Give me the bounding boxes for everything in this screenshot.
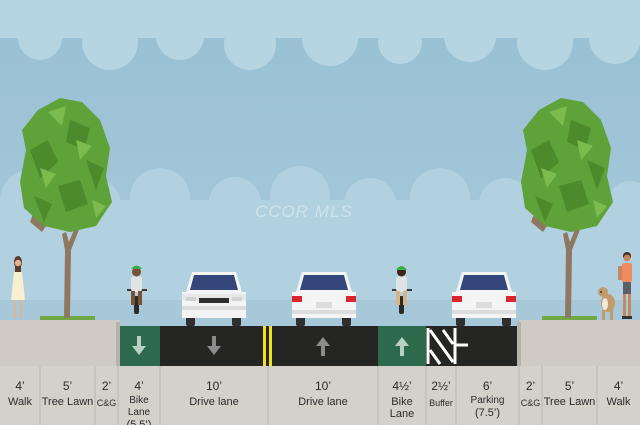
segment-width: 2’ <box>525 379 536 393</box>
segment-name: Bike Lane <box>389 396 415 420</box>
up-arrow-icon <box>316 337 330 356</box>
segment-name: Bike Lane <box>127 395 151 418</box>
segment-name: Drive lane <box>298 396 348 408</box>
segment-width: 4½’ <box>392 379 412 393</box>
segment-label: 6’ Parking(7.5’) <box>456 380 519 419</box>
down-arrow-icon <box>207 336 221 355</box>
segment-label: 5’ Tree Lawn <box>542 380 597 408</box>
segment-label: 4’ Walk <box>597 380 640 408</box>
cyclist-right <box>392 266 412 314</box>
segment-name: C&G <box>96 398 117 408</box>
car-parked <box>452 272 516 326</box>
segment-width: 4’ <box>15 379 25 393</box>
segment-width: 2½’ <box>431 379 451 393</box>
segment-width: 10’ <box>205 379 222 393</box>
segment-label: 5’ Tree Lawn <box>40 380 95 408</box>
buffer-hatch <box>426 328 468 365</box>
segment-width: 4’ <box>613 379 624 393</box>
tree-right <box>521 98 613 318</box>
segment-label: 2’ C&G <box>95 380 118 409</box>
car-southbound <box>182 272 246 326</box>
up-arrow-icon <box>395 337 409 356</box>
dog <box>598 287 615 320</box>
watermark: CCOR MLS <box>255 202 353 221</box>
segment-label: 4’ Bike Lane(5.5’) <box>118 380 160 425</box>
segment-note: (5.5’) <box>126 419 152 425</box>
centerline-yellow-2 <box>269 326 272 366</box>
segment-name: Tree Lawn <box>543 396 596 408</box>
segment-label: 4½’ Bike Lane <box>378 380 426 420</box>
tree-left <box>20 98 112 318</box>
segment-name: Walk <box>606 396 631 408</box>
segment-width: 2’ <box>101 379 112 393</box>
ground-strip <box>0 366 640 425</box>
segment-label: 4’ Walk <box>0 380 40 408</box>
segment-width: 4’ <box>134 379 144 393</box>
segment-name: Tree Lawn <box>41 396 94 408</box>
centerline-yellow-1 <box>263 326 266 366</box>
segment-label: 2’ C&G <box>519 380 542 409</box>
pedestrian-right <box>618 252 632 319</box>
segment-name: C&G <box>520 398 541 408</box>
segment-note: (7.5’) <box>474 407 501 419</box>
segment-label: 10’ Drive lane <box>268 380 378 408</box>
segment-dividers <box>39 366 598 425</box>
segment-label: 10’ Drive lane <box>160 380 268 408</box>
segment-name: Parking <box>470 395 505 406</box>
down-arrow-icon <box>132 336 146 355</box>
segment-width: 5’ <box>564 379 575 393</box>
segment-width: 5’ <box>62 379 73 393</box>
segment-name: Buffer <box>429 398 453 408</box>
segment-name: Drive lane <box>189 396 239 408</box>
segment-width: 6’ <box>482 379 493 393</box>
cyclist-left <box>127 265 147 314</box>
curb-left <box>116 322 120 366</box>
pedestrian-left <box>11 256 25 318</box>
curb-right <box>517 322 521 366</box>
segment-width: 10’ <box>314 379 331 393</box>
segment-label: 2½’ Buffer <box>426 380 456 409</box>
car-northbound <box>292 272 356 326</box>
segment-name: Walk <box>7 396 33 408</box>
clouds-top <box>0 0 640 70</box>
